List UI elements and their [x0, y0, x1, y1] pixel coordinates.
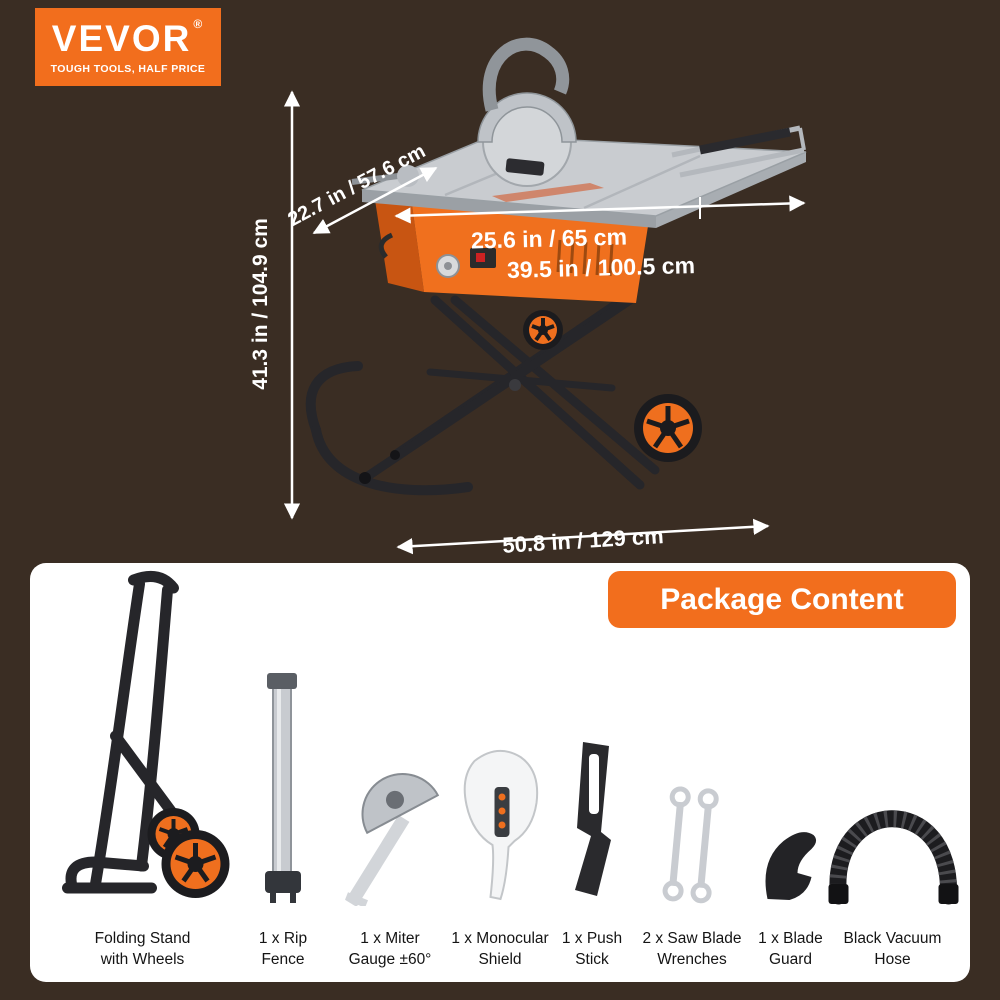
dimension-extended-width-label: 39.5 in / 100.5 cm: [506, 252, 696, 283]
package-item-label: 1 x Miter Gauge ±60°: [348, 930, 432, 969]
stand-icon-front-wheel: [161, 830, 229, 898]
package-item-label: 1 x Blade Guard: [758, 930, 823, 969]
package-item-label: Folding Stand with Wheels: [94, 930, 191, 969]
vacuum-hose-icon: [828, 810, 958, 905]
package-item-saw-blade-wrenches: 2 x Saw Blade Wrenches: [642, 575, 742, 975]
vevor-logo: VEVOR ® TOUGH TOOLS, HALF PRICE: [35, 8, 221, 86]
miter-gauge-icon: [345, 773, 440, 908]
package-item-blade-guard: 1 x Blade Guard: [748, 575, 833, 975]
table-saw-illustration: [283, 37, 807, 555]
package-content-title: Package Content: [608, 571, 956, 628]
package-item-push-stick: 1 x Push Stick: [552, 575, 632, 975]
brand-text: VEVOR: [51, 17, 192, 59]
extension-rails: [671, 125, 806, 178]
folding-stand-frame: [305, 295, 660, 496]
monocular-shield-icon: [463, 750, 539, 901]
stand-wheel-large: [634, 394, 702, 462]
dimension-height-label: 41.3 in / 104.9 cm: [249, 218, 272, 390]
registered-mark-icon: ®: [193, 16, 205, 31]
blade-guard-icon: [765, 832, 816, 900]
package-item-miter-gauge: 1 x Miter Gauge ±60°: [330, 575, 450, 975]
package-item-folding-stand: Folding Stand with Wheels: [55, 570, 230, 975]
package-item-rip-fence: 1 x Rip Fence: [243, 575, 323, 975]
saw-blade-wrenches-icon: [662, 786, 719, 904]
package-item-label: 2 x Saw Blade Wrenches: [642, 930, 742, 969]
brand-tagline: TOUGH TOOLS, HALF PRICE: [50, 62, 206, 75]
push-stick-icon: [575, 742, 611, 896]
dimension-table-width-label: 25.6 in / 65 cm: [470, 223, 628, 254]
brand-name: VEVOR ®: [51, 16, 205, 59]
dimension-lines: [283, 90, 806, 555]
stand-wheel-small: [523, 310, 563, 350]
package-item-label: 1 x Push Stick: [561, 930, 623, 969]
blade-assembly: [477, 37, 577, 187]
package-item-label: 1 x Monocular Shield: [451, 930, 549, 969]
package-item-label: Black Vacuum Hose: [843, 930, 942, 969]
rip-fence-icon: [265, 673, 301, 903]
package-item-vacuum-hose: Black Vacuum Hose: [820, 575, 965, 975]
folding-stand-icon: [61, 570, 229, 898]
package-item-monocular-shield: 1 x Monocular Shield: [450, 575, 550, 975]
package-item-label: 1 x Rip Fence: [258, 930, 308, 969]
package-content-panel: Package Content: [30, 563, 970, 982]
